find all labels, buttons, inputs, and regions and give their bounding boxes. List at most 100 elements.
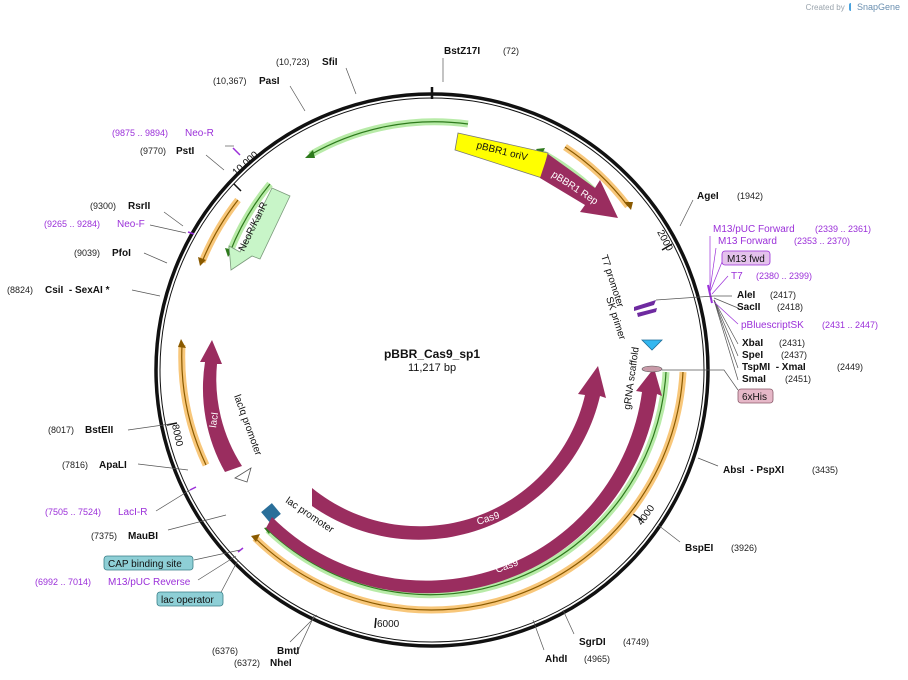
sk-primer-feature[interactable] — [637, 308, 657, 317]
orf-arc-6-head — [178, 339, 186, 348]
grna-scaffold-feature[interactable] — [641, 339, 663, 351]
snapgene-logo-icon — [848, 3, 856, 11]
enzyme-sgrdi[interactable]: SgrDI — [579, 637, 606, 648]
primer-t7-pos: (2380 .. 2399) — [756, 271, 812, 281]
enzyme-xbai[interactable]: XbaI — [742, 338, 763, 349]
enzyme-sacii[interactable]: SacII — [737, 302, 761, 313]
orf-arc-3-line — [309, 121, 469, 156]
primer-m13-puc-reverse-pos: (6992 .. 7014) — [35, 577, 91, 587]
enzyme-psti-pos: (9770) — [140, 146, 166, 156]
watermark-created-by: Created by — [805, 3, 845, 12]
his6-feature[interactable] — [641, 365, 663, 373]
t7-promoter-feature[interactable] — [634, 300, 656, 311]
enzyme-sfii[interactable]: SfiI — [322, 57, 338, 68]
enzyme-alei[interactable]: AleI — [737, 290, 756, 301]
orf-arc-1-line — [564, 146, 629, 207]
leader-maubi — [167, 514, 227, 531]
leader-xbai — [713, 299, 739, 345]
primer-m13-puc-forward-pos: (2339 .. 2361) — [815, 224, 871, 234]
enzyme-bstz17i[interactable]: BstZ17I — [444, 46, 480, 57]
primer-m13-puc-forward[interactable]: M13/pUC Forward — [713, 224, 795, 235]
orf-arc-8-line — [267, 371, 667, 596]
orf-arc-4-line — [229, 183, 271, 253]
enzyme-maubi[interactable]: MauBI — [128, 531, 158, 542]
leader-ahdi — [532, 619, 545, 651]
enzyme-smai[interactable]: SmaI — [742, 374, 766, 385]
tick-marks — [166, 87, 673, 629]
lac-operator-label: lac operator — [161, 595, 214, 606]
enzyme-ahdi-pos: (4965) — [584, 654, 610, 664]
primer-m13-fwd: M13 fwd — [727, 254, 765, 265]
enzyme-sfii-pos: (10,723) — [276, 57, 310, 67]
enzyme-bstz17i-pos: (72) — [503, 46, 519, 56]
leader-agei — [679, 199, 694, 227]
pbbr1-rep-feature[interactable] — [540, 154, 618, 218]
laciq-promoter-feature[interactable] — [234, 467, 252, 483]
enzyme-tspmi-xmai[interactable]: TspMI - XmaI — [742, 362, 806, 373]
primer-neo-f[interactable]: Neo-F — [117, 219, 145, 230]
primer-neo-r[interactable]: Neo-R — [185, 128, 214, 139]
enzyme-spei[interactable]: SpeI — [742, 350, 763, 361]
enzyme-agei[interactable]: AgeI — [697, 191, 719, 202]
enzyme-ahdi[interactable]: AhdI — [545, 654, 567, 665]
plasmid-length: 11,217 bp — [408, 362, 456, 374]
enzyme-pfoi-pos: (9039) — [74, 248, 100, 258]
orf-arc-6-line — [181, 344, 207, 466]
leader-apali — [137, 463, 189, 471]
primer-laci-r[interactable]: LacI-R — [118, 507, 147, 518]
enzyme-psti[interactable]: PstI — [176, 146, 195, 157]
watermark-brand: SnapGene — [856, 2, 900, 12]
primer-m13-fwd-box[interactable] — [721, 250, 771, 266]
enzyme-bsteii[interactable]: BstEII — [85, 425, 114, 436]
primer-m13-puc-reverse[interactable]: M13/pUC Reverse — [108, 577, 191, 588]
orf-arc-7-head — [251, 534, 260, 542]
enzyme-absi-pspxi[interactable]: AbsI - PspXI — [723, 465, 784, 476]
enzyme-bspei-pos: (3926) — [731, 543, 757, 553]
enzyme-bmti[interactable]: BmtI — [277, 646, 299, 657]
neor-kanr-feature[interactable] — [228, 187, 291, 271]
cas9-outer-feature[interactable] — [266, 368, 662, 594]
cap-binding-site-label: CAP binding site — [108, 559, 182, 570]
enzyme-apali[interactable]: ApaLI — [99, 460, 127, 471]
primer-pbluescriptsk[interactable]: pBluescriptSK — [741, 320, 804, 331]
cas9-inner-feature[interactable] — [312, 366, 606, 540]
enzyme-pfoi[interactable]: PfoI — [112, 248, 131, 259]
lac-operator-box[interactable] — [156, 591, 224, 607]
his6-label-box[interactable] — [737, 388, 774, 404]
enzyme-apali-pos: (7816) — [62, 460, 88, 470]
enzyme-nhei[interactable]: NheI — [270, 658, 292, 669]
enzyme-smai-pos: (2451) — [785, 374, 811, 384]
cap-binding-site-box[interactable] — [103, 555, 194, 571]
enzyme-bspei[interactable]: BspEI — [685, 543, 714, 554]
enzyme-alei-pos: (2417) — [770, 290, 796, 300]
leader-lines — [127, 58, 739, 656]
leader-pasi — [289, 85, 306, 112]
leader-smai — [713, 299, 739, 381]
primer-t7[interactable]: T7 — [731, 271, 743, 282]
primer-laci-r-pos: (7505 .. 7524) — [45, 507, 101, 517]
orf-arc-1-head — [624, 202, 633, 210]
enzyme-pasi-pos: (10,367) — [213, 76, 247, 86]
primer-neo-r-pos: (9875 .. 9894) — [112, 128, 168, 138]
leader-6xhis — [662, 369, 739, 391]
enzyme-rsrii[interactable]: RsrII — [128, 201, 150, 212]
enzyme-pasi[interactable]: PasI — [259, 76, 280, 87]
laci-feature[interactable] — [200, 340, 242, 472]
tick-10000-mark — [233, 183, 242, 192]
enzyme-nhei-pos: (6372) — [234, 658, 260, 668]
leader-pfoi — [143, 252, 168, 264]
leader-csii — [131, 289, 161, 297]
lac-promoter-feature[interactable] — [261, 503, 281, 523]
enzyme-csii-sexai[interactable]: CsiI - SexAI * — [45, 285, 110, 296]
primer-m13-forward[interactable]: M13 Forward — [718, 236, 777, 247]
tick-8000: 8000 — [169, 423, 184, 447]
his6-label: 6xHis — [742, 392, 767, 403]
leader-m13-fwd — [709, 261, 723, 293]
tick-8000-mark — [166, 422, 178, 426]
tick-6000-mark — [374, 617, 377, 629]
leader-sacii — [713, 297, 739, 309]
leader-nhei — [295, 615, 315, 656]
orf-arc-3 — [308, 118, 469, 159]
leader-rsrii — [163, 211, 184, 227]
primer-pbluescriptsk-pos: (2431 .. 2447) — [822, 320, 878, 330]
